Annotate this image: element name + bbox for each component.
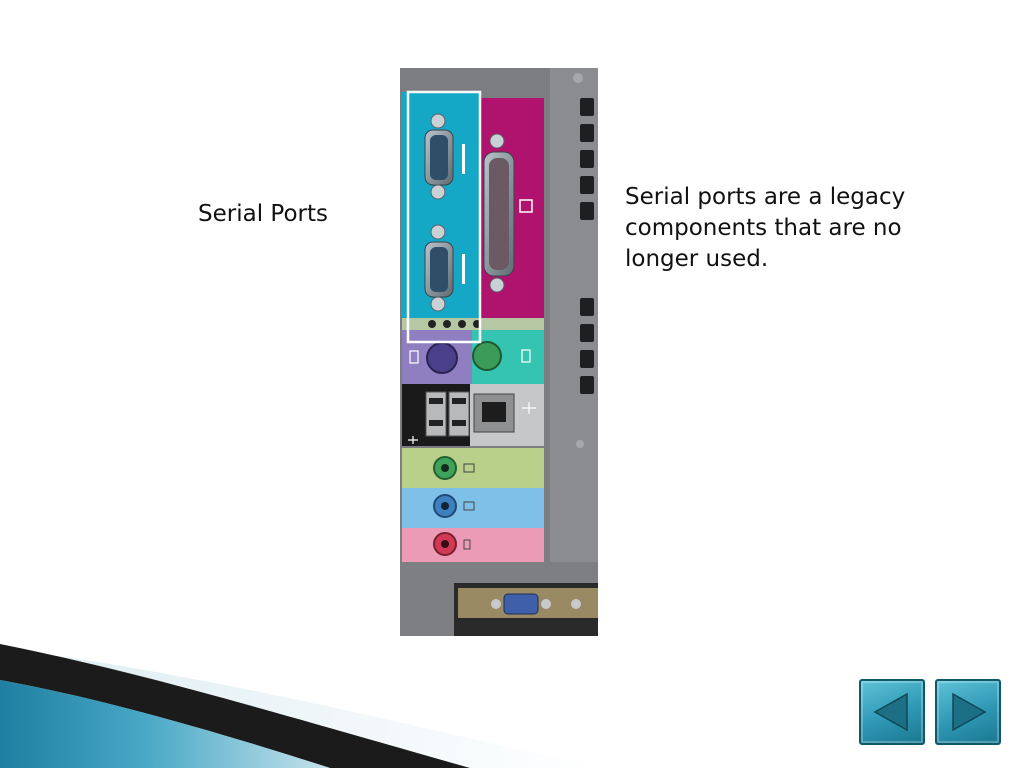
io-panel-photo (400, 68, 598, 636)
serial-ports-highlight (406, 90, 482, 344)
audio-mic-panel (402, 528, 544, 562)
serial-port-1 (424, 113, 454, 200)
serial-port-icons (462, 144, 465, 284)
parallel-port (483, 133, 533, 293)
audio-line-out-panel (402, 448, 544, 488)
next-slide-button[interactable] (935, 679, 1001, 745)
triangle-right-icon (952, 692, 987, 732)
ps2-mouse-port (472, 341, 502, 371)
io-panel-illustration (400, 68, 598, 636)
decorative-swoosh (0, 644, 600, 768)
triangle-left-icon (873, 692, 908, 732)
audio-line-in-panel (402, 488, 544, 528)
slide-description: Serial ports are a legacy components tha… (625, 184, 906, 272)
chassis-vents (580, 98, 594, 394)
serial-port-2 (424, 224, 454, 312)
vga-port (503, 593, 539, 615)
ps2-keyboard-port (426, 342, 458, 374)
previous-slide-button[interactable] (859, 679, 925, 745)
slide-label: Serial Ports (198, 201, 328, 227)
